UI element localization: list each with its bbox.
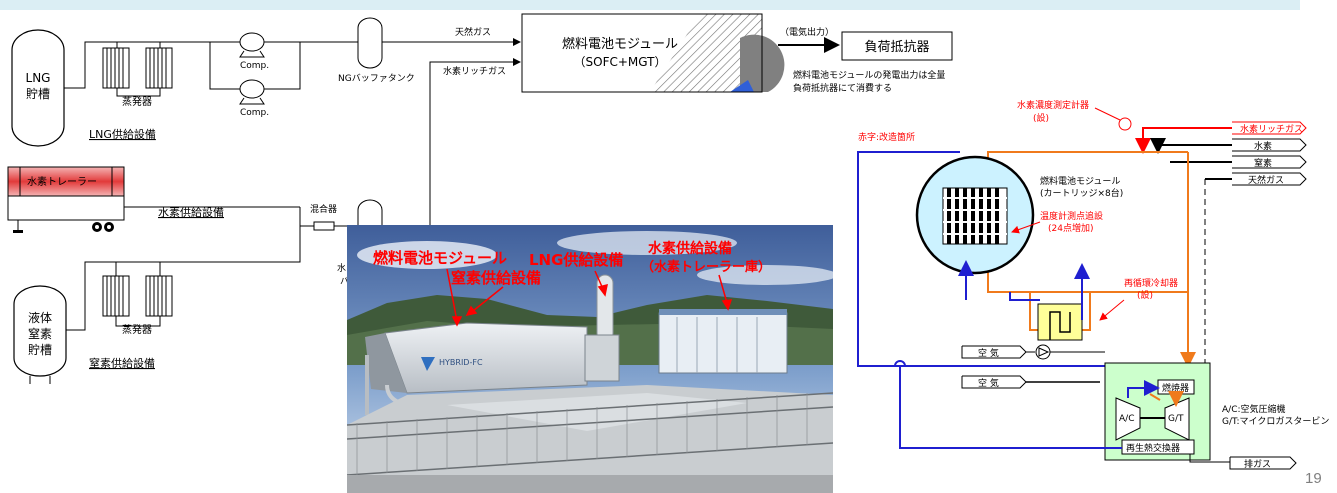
n2-tank (13, 285, 67, 377)
regen-label: 再生熱交換器 (1126, 442, 1180, 454)
trailer-label: 水素トレーラー (27, 175, 97, 188)
lng-facility-label: LNG供給設備 (89, 127, 156, 141)
photo-label-h2-2: （水素トレーラー庫） (641, 259, 771, 275)
air-inlet-1: 空 気 (978, 347, 999, 359)
gt-label: G/T (1168, 414, 1184, 424)
compressor-1 (239, 32, 265, 58)
h2-sensor-label-2: (設) (1033, 112, 1049, 124)
ng-buffer-label: NGバッファタンク (338, 73, 415, 84)
cooler-label-1: 再循環冷却器 (1124, 277, 1178, 289)
compressor-label-1: Comp. (240, 61, 269, 71)
h2-facility-label: 水素供給設備 (158, 205, 224, 219)
lng-tank-label-2: 貯槽 (26, 87, 50, 101)
lng-tank-label-1: LNG (26, 71, 51, 85)
combustor-label: 燃焼器 (1162, 382, 1189, 394)
power-out-label: （電気出力） (780, 26, 834, 38)
header-band (0, 0, 1300, 10)
n2-tank-label-3: 貯槽 (28, 343, 52, 357)
red-note: 赤字:改造箇所 (858, 131, 915, 143)
h2-sensor-label-1: 水素濃度測定計器 (1017, 99, 1089, 111)
compressor-2 (239, 79, 265, 105)
temp-label-2: (24点増加) (1048, 222, 1093, 234)
mixer (313, 221, 335, 231)
h2-sensor-gauge (1118, 117, 1132, 131)
site-photo: HYBRID-FC 燃料電池モジュール LNG供給設備 窒素供給設備 水素 (347, 225, 833, 493)
legend-gt: G/T:マイクロガスタービン (1222, 416, 1329, 427)
lng-supply-group: LNG 貯槽 蒸発器 LNG供給設備 Comp. (11, 17, 521, 230)
hydrogen-trailer: 水素トレーラー (7, 166, 125, 233)
hidden-fragment-1: 水 (337, 262, 346, 274)
n2-facility-label: 窒素供給設備 (89, 356, 155, 370)
right-module-label-1: 燃料電池モジュール (1040, 175, 1120, 187)
evaporator-1 (102, 47, 173, 89)
compressor-label-2: Comp. (240, 108, 269, 118)
load-resistor-box (841, 31, 953, 61)
ng-buffer-tank (357, 17, 383, 69)
evaporator-label-2: 蒸発器 (122, 323, 152, 336)
cartridge-stack (942, 187, 1008, 245)
air-inlet-2: 空 気 (978, 377, 999, 389)
load-resistor-label: 負荷抵抗器 (864, 40, 929, 55)
note-line-1: 燃料電池モジュールの発電出力は全量 (793, 69, 945, 81)
natural-gas-label: 天然ガス (455, 26, 491, 38)
fc-module-title: 燃料電池モジュール (562, 36, 678, 52)
input-h2rich: 水素リッチガス (1240, 123, 1303, 135)
input-n2: 窒素 (1254, 157, 1272, 169)
photo-label-h2-1: 水素供給設備 (648, 240, 732, 257)
photo-label-fc: 燃料電池モジュール (373, 249, 507, 267)
photo-label-n2: 窒素供給設備 (451, 269, 541, 287)
exhaust-label: 排ガス (1244, 458, 1271, 470)
page-number: 19 (1305, 470, 1322, 487)
fc-module-subtitle: （SOFC+MGT） (574, 55, 667, 69)
input-ng: 天然ガス (1248, 174, 1284, 186)
nitrogen-supply-group: 液体 窒素 貯槽 (13, 261, 173, 384)
evaporator-label-1: 蒸発器 (122, 95, 152, 108)
n2-tank-label-1: 液体 (28, 310, 52, 325)
photo-label-lng: LNG供給設備 (529, 251, 623, 269)
compressor-shape (1115, 397, 1141, 441)
note-line-2: 負荷抵抗器にて消費する (793, 82, 892, 94)
mixer-label: 混合器 (310, 203, 337, 215)
temp-label-1: 温度計測点追設 (1040, 210, 1103, 222)
cooler-label-2: (設) (1137, 289, 1153, 301)
hidden-fragment-2: バ (340, 276, 349, 287)
ac-label: A/C (1119, 414, 1134, 424)
input-tags: 水素リッチガス 水素 窒素 天然ガス (1232, 121, 1307, 186)
right-module-label-2: (カートリッジ×8台) (1040, 187, 1123, 199)
photo-logo-text: HYBRID-FC (439, 358, 483, 367)
hydrogen-rich-label: 水素リッチガス (443, 65, 506, 77)
input-h2: 水素 (1254, 140, 1272, 152)
n2-tank-label-2: 窒素 (28, 326, 52, 341)
legend-ac: A/C:空気圧縮機 (1222, 403, 1286, 415)
right-schematic: 赤字:改造箇所 水素濃度測定計器 (設) 水素リッチガス 水素 窒素 天然ガス (857, 99, 1329, 470)
fc-module-box: 燃料電池モジュール （SOFC+MGT） (521, 13, 785, 93)
